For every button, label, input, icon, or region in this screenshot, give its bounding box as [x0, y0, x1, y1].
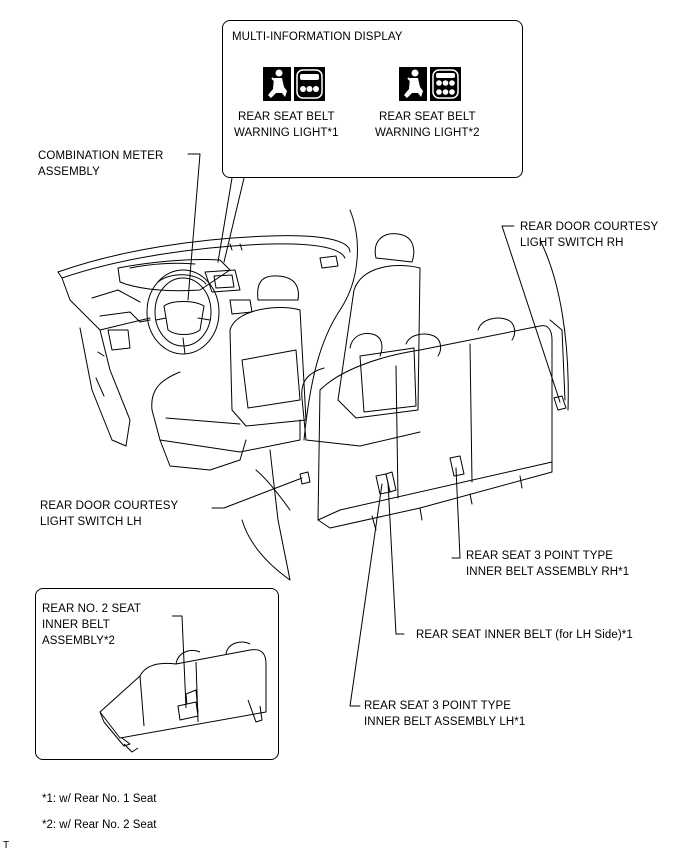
- warning-light-1-icon: [263, 67, 325, 101]
- door-switch-lh-label: REAR DOOR COURTESY LIGHT SWITCH LH: [40, 500, 179, 528]
- warning-light-2-icon: [399, 67, 461, 101]
- leader-inset: [172, 615, 187, 709]
- mid-title: MULTI-INFORMATION DISPLAY: [232, 31, 403, 43]
- combination-meter-label: COMBINATION METER ASSEMBLY: [38, 150, 164, 178]
- seatbelt-icon: [268, 69, 287, 98]
- corner-mark: T: [3, 840, 10, 851]
- footnote-2: *2: w/ Rear No. 2 Seat: [42, 819, 157, 831]
- inner-belt-lh-side-label: REAR SEAT INNER BELT (for LH Side)*1: [416, 629, 633, 641]
- inset-label: REAR NO. 2 SEAT INNER BELT ASSEMBLY*2: [42, 603, 142, 647]
- door-frame-drawing: [241, 209, 569, 581]
- leader-seat3pt-rh: [451, 467, 461, 559]
- leader-door-switch-rh: [501, 225, 561, 403]
- footnote-1: *1: w/ Rear No. 1 Seat: [42, 793, 157, 805]
- leader-combination-meter: [187, 153, 201, 301]
- rear-seats-two-rows-icon: [432, 69, 459, 99]
- seatbelt-icon: [404, 69, 423, 98]
- warning-light-1-label: REAR SEAT BELT WARNING LIGHT*1: [234, 111, 339, 139]
- leader-seat3pt-lh: [349, 483, 383, 707]
- front-seats-drawing: [151, 233, 421, 471]
- leader-lines: [187, 153, 561, 707]
- leader-inner-belt-lh-side: [387, 481, 405, 635]
- seat3pt-lh-label: REAR SEAT 3 POINT TYPE INNER BELT ASSEMB…: [364, 700, 526, 728]
- mid-leader-line-1: [217, 177, 233, 263]
- dashboard-drawing: [57, 235, 351, 447]
- mid-leader-line-2: [223, 177, 245, 263]
- door-switch-rh-label: REAR DOOR COURTESY LIGHT SWITCH RH: [520, 221, 659, 249]
- steering-wheel-drawing: [146, 269, 220, 355]
- seat3pt-rh-label: REAR SEAT 3 POINT TYPE INNER BELT ASSEMB…: [466, 550, 630, 578]
- rear-seats-icon: [296, 69, 323, 99]
- buckle-drawings: [299, 395, 567, 495]
- warning-light-2-label: REAR SEAT BELT WARNING LIGHT*2: [375, 111, 480, 139]
- rear-bench-seat-drawing: [317, 317, 553, 531]
- leader-door-switch-lh: [211, 477, 303, 509]
